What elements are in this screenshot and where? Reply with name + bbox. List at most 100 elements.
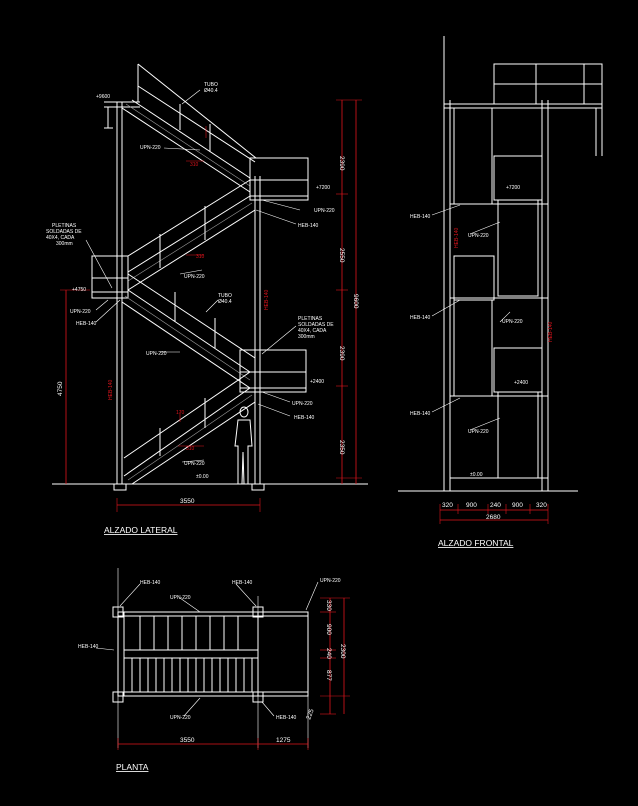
human-scale-figure (234, 406, 253, 485)
frontal-dim-320-a: 320 (442, 502, 453, 509)
frontal-label-heb-right: HEB-140 (548, 321, 554, 342)
plan-label-heb-left: HEB-140 (78, 644, 99, 650)
frontal-label-heb-a: HEB-140 (410, 214, 431, 220)
plan-dim-330: 330 (325, 600, 332, 611)
svg-text:PLETINAS: PLETINAS (52, 223, 77, 229)
lateral-landing-1 (249, 157, 309, 201)
frontal-label-level-2400: +2400 (514, 380, 528, 386)
plan-dim-2300: 2300 (339, 644, 346, 659)
label-level-2400: +2400 (310, 379, 324, 385)
lateral-handrail-top (137, 63, 257, 159)
label-dim-310-b: 310 (196, 254, 205, 260)
lateral-flight-2 (127, 195, 251, 273)
label-level-4750: +4750 (72, 287, 86, 293)
label-level-top: +9600 (96, 94, 110, 100)
label-dim-170: 170 (176, 410, 185, 416)
frontal-treads-right (497, 199, 539, 479)
frontal-label-heb-b: HEB-140 (410, 315, 431, 321)
svg-text:Ø40.4: Ø40.4 (218, 299, 232, 305)
label-pletinas-2: PLETINAS SOLDADAS DE 40X4, CADA 300mm (298, 316, 334, 340)
label-upn-bottom: UPN-220 (184, 461, 205, 467)
label-upn-mid: UPN-220 (184, 274, 205, 280)
label-dim-2550: 2550 (338, 248, 345, 263)
label-tubo-mid: TUBO Ø40.4 (218, 293, 232, 305)
frontal-dim-total: 2680 (486, 514, 501, 521)
label-upn-top: UPN-220 (140, 145, 161, 151)
frontal-label-upn-c: UPN-220 (468, 429, 489, 435)
plan-view: HEB-140 HEB-140 UPN-220 UPN-220 HEB-140 … (78, 568, 350, 772)
lateral-landing-2 (91, 255, 129, 299)
frontal-elevation: +7200 HEB-140 HEB-140 UPN-220 HEB-140 UP… (398, 36, 603, 548)
svg-text:300mm: 300mm (56, 241, 73, 247)
label-upn-land3: UPN-220 (292, 401, 313, 407)
plan-treads-upper (139, 616, 239, 650)
frontal-dim-320-b: 320 (536, 502, 547, 509)
plan-label-heb-tl: HEB-140 (140, 580, 161, 586)
plan-label-heb-br: HEB-140 (276, 715, 297, 721)
plan-label-heb-tr: HEB-140 (232, 580, 253, 586)
plan-dim-3550: 3550 (180, 737, 195, 744)
frontal-label-upn-b: UPN-220 (502, 319, 523, 325)
label-heb-col: HEB-140 (264, 289, 270, 310)
plan-dim-877: 877 (325, 670, 332, 681)
plan-dim-1275: 1275 (276, 737, 291, 744)
label-upn-flight3: UPN-220 (146, 351, 167, 357)
label-dim-4750: 4750 (57, 381, 64, 396)
svg-text:40X4, CADA: 40X4, CADA (46, 235, 75, 241)
frontal-label-upn-a: UPN-220 (468, 233, 489, 239)
lateral-flight-4 (123, 387, 251, 477)
frontal-landing-c (493, 347, 543, 393)
frontal-landing-b (453, 255, 495, 301)
label-heb-land1: HEB-140 (298, 223, 319, 229)
title-alzado-lateral: ALZADO LATERAL (104, 525, 178, 535)
plan-outline (117, 611, 309, 697)
frontal-treads-left (453, 107, 493, 397)
label-upn-left: UPN-220 (70, 309, 91, 315)
svg-text:SOLDADAS DE: SOLDADAS DE (46, 229, 82, 235)
svg-text:SOLDADAS DE: SOLDADAS DE (298, 322, 334, 328)
svg-text:300mm: 300mm (298, 334, 315, 340)
svg-text:PLETINAS: PLETINAS (298, 316, 323, 322)
title-planta: PLANTA (116, 762, 149, 772)
label-dim-2390-b: 2390 (338, 346, 345, 361)
frontal-dim-900-b: 900 (512, 502, 523, 509)
label-heb-left: HEB-140 (76, 321, 97, 327)
plan-middle-band (123, 649, 259, 659)
label-upn-land1: UPN-220 (314, 208, 335, 214)
plan-dim-900: 900 (325, 624, 332, 635)
svg-text:TUBO: TUBO (218, 293, 232, 299)
lateral-flight-1 (131, 99, 251, 179)
label-heb-land3: HEB-140 (294, 415, 315, 421)
svg-text:40X4, CADA: 40X4, CADA (298, 328, 327, 334)
plan-dim-225: 225 (305, 708, 315, 721)
plan-label-upn-top: UPN-220 (170, 595, 191, 601)
label-heb-col-left: HEB-140 (108, 379, 114, 400)
plan-dim-240: 240 (325, 648, 332, 659)
label-dim-310-c: 310 (186, 446, 195, 452)
label-dim-2390-a: 2390 (338, 156, 345, 171)
frontal-label-heb-c: HEB-140 (410, 411, 431, 417)
frontal-label-level-0: ±0.00 (470, 472, 483, 478)
frontal-label-heb-vert: HEB-140 (454, 227, 460, 248)
frontal-dim-900-a: 900 (466, 502, 477, 509)
plan-label-upn-tr: UPN-220 (320, 578, 341, 584)
label-dim-9600: 9600 (352, 294, 359, 309)
plan-treads-lower (131, 658, 253, 692)
label-level-0: ±0.00 (196, 474, 209, 480)
label-pletinas-1: PLETINAS SOLDADAS DE 40X4, CADA 300mm (46, 223, 82, 247)
label-dim-2350: 2350 (338, 440, 345, 455)
plan-label-upn-bottom: UPN-220 (170, 715, 191, 721)
lateral-flight-3 (127, 289, 251, 373)
label-dim-3550: 3550 (180, 498, 195, 505)
label-level-7200: +7200 (316, 185, 330, 191)
frontal-label-level-7200: +7200 (506, 185, 520, 191)
frontal-dim-240: 240 (490, 502, 501, 509)
label-dim-310-a: 310 (190, 162, 199, 168)
lateral-landing-3 (239, 349, 307, 393)
title-alzado-frontal: ALZADO FRONTAL (438, 538, 514, 548)
frontal-landing-a (493, 155, 543, 201)
